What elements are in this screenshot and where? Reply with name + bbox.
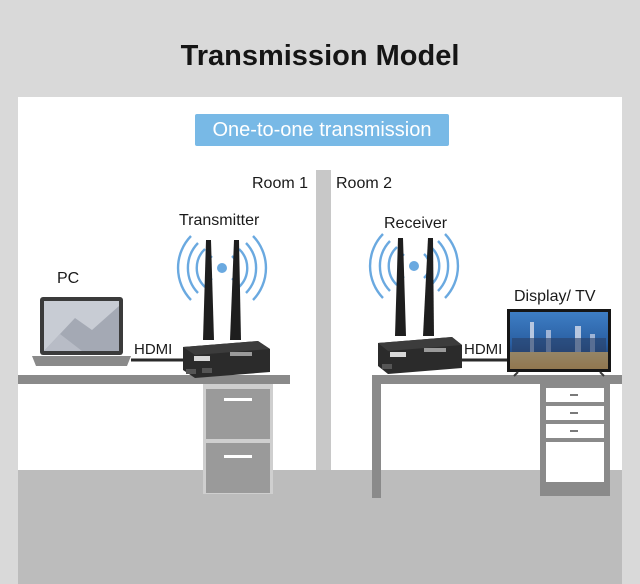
drawer [546,442,604,482]
drawer [206,443,270,493]
wifi-dot [217,263,227,273]
receiver-device [378,238,462,374]
room-divider-wall [316,170,331,470]
transmitter-label: Transmitter [179,212,260,229]
floor [18,470,622,584]
subtitle-badge: One-to-one transmission [195,114,449,146]
laptop [32,297,131,366]
hdmi-left-label: HDMI [134,341,173,358]
display-label: Display/ TV [514,288,596,305]
pc-label: PC [57,270,80,287]
drawer [206,389,270,439]
desk-leg-right [372,384,381,498]
hdmi-right-label: HDMI [464,341,503,358]
wifi-dot [409,261,419,271]
room-1-label: Room 1 [252,175,309,192]
room-2-label: Room 2 [336,175,393,192]
diagram-title: Transmission Model [180,40,460,72]
receiver-label: Receiver [384,215,448,232]
desk-top-right [372,375,622,384]
television [507,309,611,377]
transmitter-device [183,240,270,378]
desk-top-left [18,375,290,384]
